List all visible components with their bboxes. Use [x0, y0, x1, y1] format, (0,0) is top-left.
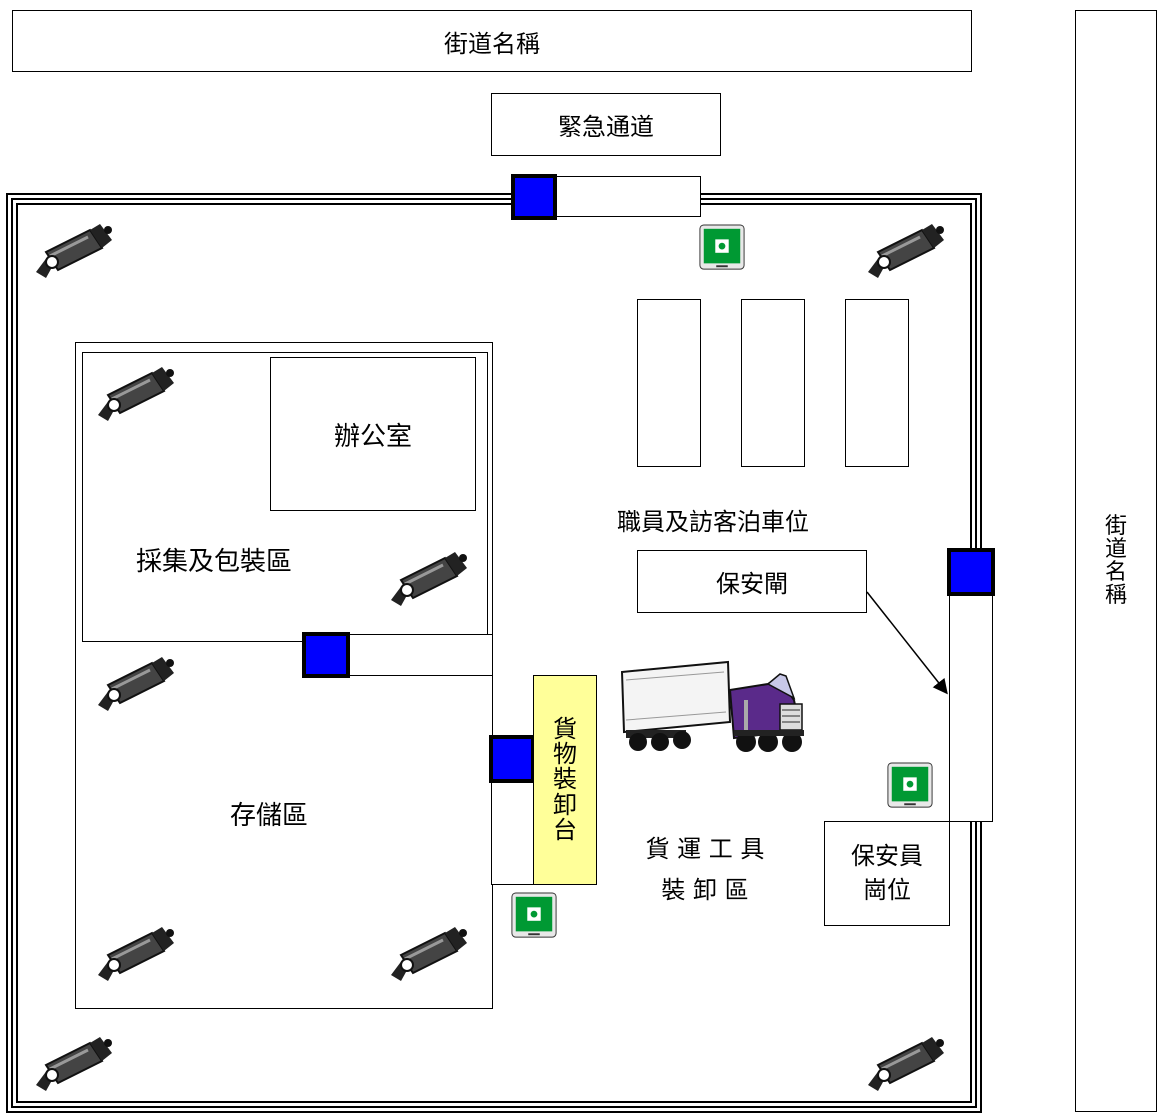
- loading-area-line: 裝 卸 區: [661, 876, 749, 904]
- security-camera-icon: [36, 1037, 112, 1091]
- parking-bay: [845, 299, 909, 467]
- loading-area-line: 貨 運 工 具: [645, 835, 765, 864]
- loading-dock-char: 裝: [553, 765, 577, 794]
- loading-dock-char: 物: [553, 740, 577, 769]
- street-right-char: 道: [1104, 536, 1127, 562]
- guard-post-line: 保安員: [851, 841, 923, 870]
- parking-label: 職員及訪客泊車位: [617, 508, 809, 536]
- street-right-char: 名: [1104, 560, 1127, 585]
- side-corridor: [949, 570, 993, 822]
- parking-bay: [637, 299, 701, 467]
- security-camera-icon: [868, 224, 944, 278]
- security-camera-icon: [391, 552, 467, 606]
- internal-corridor: [325, 634, 493, 676]
- security-camera-icon: [98, 657, 174, 711]
- street-right: 街 道 名 稱: [1075, 10, 1157, 1112]
- alarm-panel-icon: [887, 762, 933, 808]
- street-top-label: 街道名稱: [444, 29, 540, 58]
- office-label: 辦公室: [333, 421, 412, 452]
- loading-dock: 貨 物 裝 卸 台: [533, 675, 597, 885]
- alarm-panel-icon: [699, 224, 745, 270]
- guard-post: 保安員 崗位: [824, 821, 950, 926]
- street-right-char: 街: [1104, 513, 1127, 539]
- security-gate: 保安閘: [637, 550, 867, 613]
- storage-area-label: 存儲區: [230, 801, 309, 831]
- emergency-exit: 緊急通道: [491, 93, 721, 156]
- door-marker-icon: [302, 632, 350, 678]
- door-marker-icon: [947, 548, 995, 596]
- office-room: 辦公室: [270, 357, 476, 511]
- emergency-exit-label: 緊急通道: [558, 113, 654, 141]
- parking-bay: [741, 299, 805, 467]
- security-camera-icon: [36, 224, 112, 278]
- alarm-panel-icon: [511, 892, 557, 938]
- street-top: 街道名稱: [12, 10, 972, 72]
- guard-post-line: 崗位: [863, 875, 911, 904]
- door-marker-icon: [489, 735, 535, 783]
- security-camera-icon: [391, 927, 467, 981]
- door-marker-icon: [511, 174, 557, 220]
- security-gate-label: 保安閘: [716, 570, 788, 598]
- truck-icon: [620, 660, 804, 752]
- loading-dock-char: 貨: [553, 715, 577, 744]
- loading-dock-char: 卸: [553, 790, 577, 819]
- security-camera-icon: [98, 367, 174, 421]
- loading-area-label: 貨 運 工 具 裝 卸 區: [620, 830, 790, 910]
- security-camera-icon: [98, 927, 174, 981]
- street-right-char: 稱: [1104, 583, 1127, 609]
- security-camera-icon: [868, 1037, 944, 1091]
- picking-area-label: 採集及包裝區: [136, 547, 293, 577]
- picking-area: [82, 352, 488, 642]
- loading-dock-char: 台: [553, 815, 577, 844]
